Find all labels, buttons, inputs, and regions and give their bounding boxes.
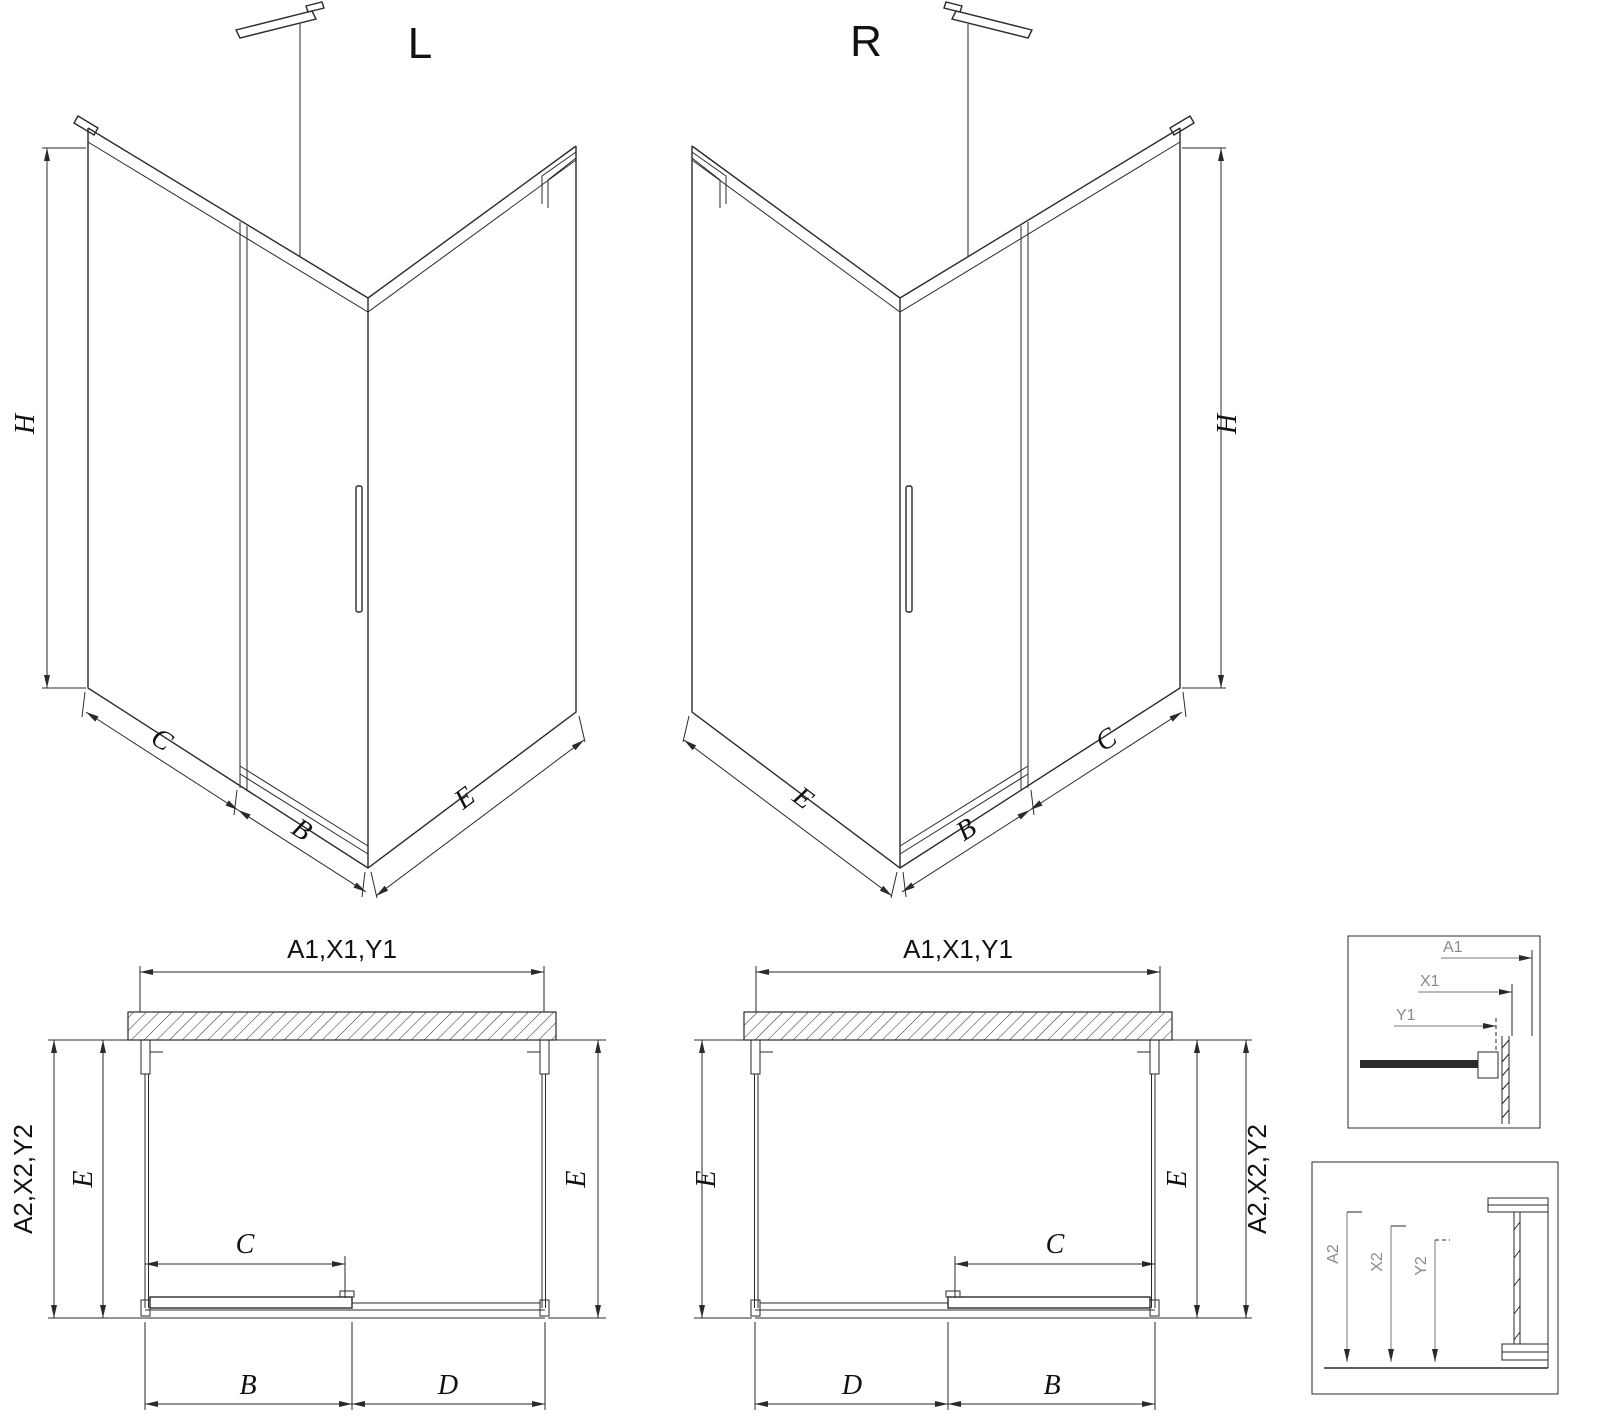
plan-view-right: A1,X1,Y1 E E A2,X2,Y2 C D B [691,934,1272,1410]
dim-label-a1x1y1: A1,X1,Y1 [903,934,1013,964]
variant-label-right: R [850,17,882,66]
glass-panel-left [144,1074,149,1308]
dim-ext-bd [754,1322,1156,1410]
sliding-door [947,1296,1151,1309]
wall-profile-top-left [73,115,99,136]
profile-section [1477,1051,1499,1079]
dim-ext-right [1155,1039,1252,1319]
door-roller [945,1290,961,1298]
dim-line-b [901,809,1031,893]
dim-label-y2: Y2 [1413,1256,1430,1276]
wall-profile-top-right [541,151,577,208]
door-roller [339,1290,355,1298]
dim-label-c: C [236,1229,255,1260]
wall-hatched [743,1011,1173,1041]
glass-section [1360,1060,1478,1068]
dim-label-d: D [841,1370,862,1401]
door-edge-lines [1020,222,1029,790]
wall-support-arm [943,1,1034,39]
variant-label-left: L [408,19,432,68]
dim-label-h: H [10,412,41,435]
top-rail [87,141,577,313]
dim-ext-a1 [139,966,545,1012]
wall-section [1501,1036,1510,1124]
dim-label-e-left: E [691,1170,722,1188]
wall-support-arm [234,1,325,39]
dim-label-c: C [1046,1229,1065,1260]
dim-label-e: E [786,780,819,816]
dim-label-x1: X1 [1420,973,1440,990]
wall-profile-top-right [1169,115,1195,136]
dim-label-e-right: E [1162,1170,1193,1188]
dim-label-a2x2y2: A2,X2,Y2 [1242,1124,1272,1234]
wall-profile-top-left [691,151,727,208]
dim-ext-e [682,715,898,899]
detail-view-bottom: A2 X2 Y2 [1311,1161,1559,1395]
glass-panel-left [754,1074,759,1308]
door-handle [355,485,363,613]
wall-profile-right [1149,1039,1160,1075]
dim-ext-h [42,147,86,689]
enclosure-outline [87,127,577,869]
door-handle [905,485,913,613]
dim-label-x2: X2 [1369,1252,1386,1272]
guide-inner-line [1502,1198,1549,1368]
dim-line-e [375,739,585,897]
dim-ext-bd [144,1322,546,1410]
dim-label-e-left: E [68,1170,99,1188]
dim-line-b [237,809,367,893]
detail-view-top: A1 X1 Y1 [1347,935,1541,1129]
wall-profile-right [539,1039,550,1075]
dim-label-h: H [1212,412,1243,435]
plan-view-left: A1,X1,Y1 E A2,X2,Y2 E C B D [8,934,606,1410]
front-track [755,1309,1155,1319]
sliding-door [149,1296,353,1309]
dim-label-a1x1y1: A1,X1,Y1 [287,934,397,964]
glass-section [1513,1212,1521,1344]
top-rail [691,141,1181,313]
dim-label-b: B [239,1370,256,1401]
iso-view-left: L H C B E [10,1,586,899]
glass-panel-right [1151,1074,1156,1308]
front-track [145,1309,545,1319]
dim-label-e: E [448,781,481,817]
wall-profile-left [140,1039,151,1075]
dim-label-a1: A1 [1443,939,1463,956]
corner-foot-left [750,1299,761,1317]
dim-label-e-right: E [561,1170,592,1188]
dim-line-e [683,739,893,897]
door-edge-lines [239,222,248,790]
dim-ext-left [48,1039,145,1319]
corner-foot-left [140,1299,151,1317]
dim-ext-cb [902,691,1187,898]
corner-foot-right [539,1299,550,1317]
dim-ext-cb [81,691,366,898]
detail-frame [1347,935,1541,1129]
glass-panel-right [541,1074,546,1308]
dim-label-a2: A2 [1325,1244,1342,1264]
enclosure-outline [691,127,1181,869]
dim-line-c [1029,711,1183,811]
wall-hatched [127,1011,557,1041]
dim-label-b: B [1043,1370,1060,1401]
corner-foot-right [1149,1299,1160,1317]
dim-label-y1: Y1 [1396,1007,1416,1024]
dim-line-c [85,711,239,811]
dim-label-a2x2y2: A2,X2,Y2 [8,1124,38,1234]
detail-frame [1311,1161,1559,1395]
wall-profile-left [750,1039,761,1075]
dim-ext-a1 [755,966,1161,1012]
iso-view-right: R H C B E [682,1,1243,899]
dim-label-d: D [437,1370,458,1401]
